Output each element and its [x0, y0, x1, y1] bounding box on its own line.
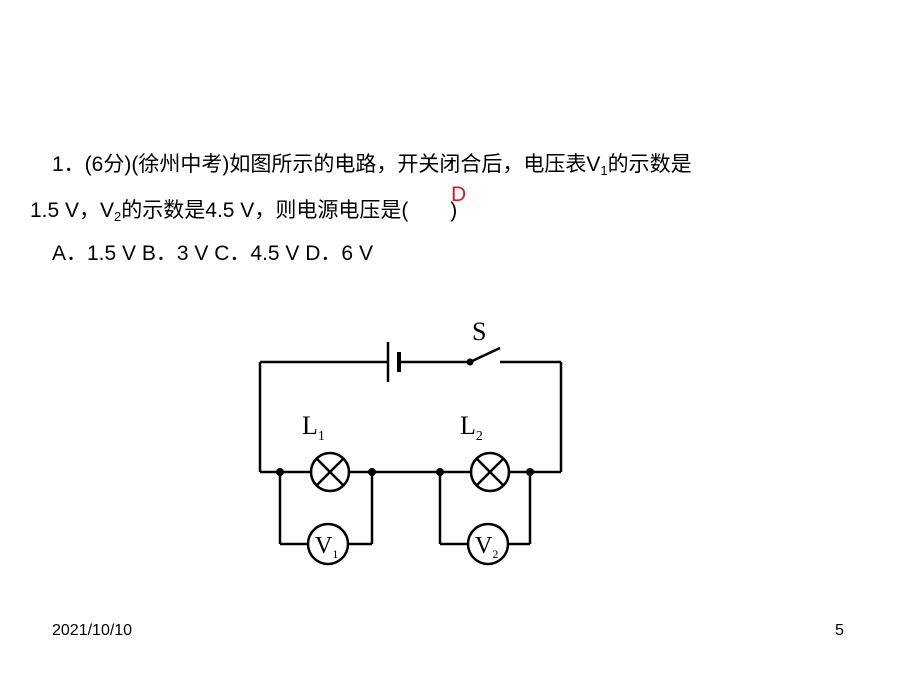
voltmeter-2-icon [466, 522, 510, 566]
question-sub-1: 1 [600, 163, 608, 178]
switch-pivot [466, 358, 474, 366]
junction-dot [526, 468, 534, 476]
circuit-diagram: S L1 L2 V1 V2 [258, 317, 563, 566]
switch-label: S [472, 317, 486, 346]
answer-mark: D [451, 183, 467, 206]
voltmeter-1-label: V1 [315, 533, 338, 561]
footer-date: 2021/10/10 [52, 622, 133, 639]
voltmeter-1-icon [306, 522, 350, 566]
question-text-2a: 1.5 V，V [30, 199, 115, 222]
switch-lever [469, 346, 501, 364]
junction-dot [276, 468, 284, 476]
lamp-1-icon [309, 451, 351, 493]
page-number: 5 [835, 622, 844, 639]
lamp-2-label: L2 [460, 411, 483, 444]
voltmeter-2-label: V2 [475, 533, 498, 561]
junction-dot [368, 468, 376, 476]
question-sub-2: 2 [114, 209, 122, 224]
question-line-1: 1．(6分)(徐州中考)如图所示的电路，开关闭合后，电压表V1的示数是 [52, 152, 692, 184]
junction-dot [436, 468, 444, 476]
question-text-2b: 的示数是4.5 V，则电源电压是( ) [121, 199, 458, 222]
lamp-1-label: L1 [302, 411, 325, 444]
lamp-2-icon [469, 451, 511, 493]
question-text-1b: 的示数是 [607, 153, 692, 176]
question-text-1a: 1．(6分)(徐州中考)如图所示的电路，开关闭合后，电压表V [52, 153, 601, 176]
answer-options: A．1.5 V B．3 V C．4.5 V D．6 V [52, 242, 373, 265]
question-line-2: 1.5 V，V2的示数是4.5 V，则电源电压是( ) [30, 198, 457, 230]
